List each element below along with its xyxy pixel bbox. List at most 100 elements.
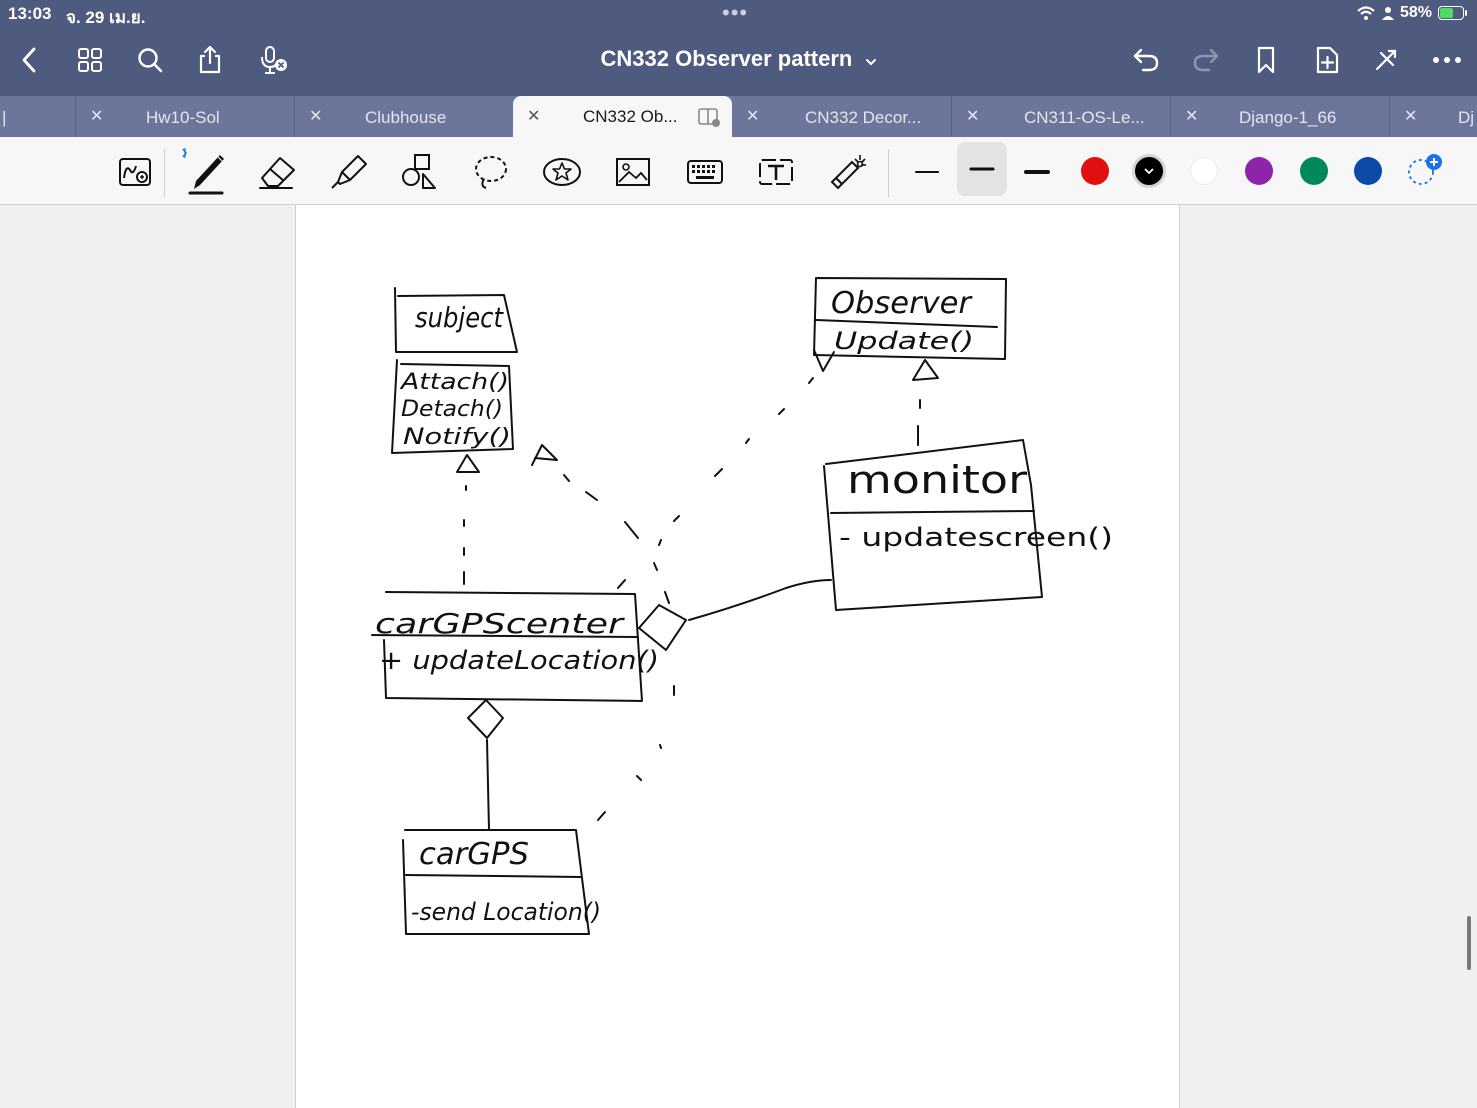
- cargpscenter-box: [383, 591, 643, 702]
- zoom-window-icon[interactable]: [115, 151, 157, 193]
- tab-clubhouse[interactable]: ✕ Clubhouse: [294, 96, 513, 137]
- tab-django-partial[interactable]: ✕ Dj: [1389, 96, 1477, 137]
- association-line-cargps: [486, 739, 490, 831]
- image-icon[interactable]: [612, 151, 654, 193]
- share-icon[interactable]: [192, 42, 228, 78]
- tab-cn332-observer[interactable]: ✕ CN332 Ob...: [513, 96, 732, 137]
- subject-method-notify: Notify(): [403, 425, 511, 450]
- tab-cn311-os[interactable]: ✕ CN311-OS-Le...: [951, 96, 1170, 137]
- close-icon[interactable]: ✕: [966, 108, 980, 125]
- lasso-icon[interactable]: [470, 151, 512, 193]
- subject-method-detach: Detach(): [401, 397, 503, 422]
- stroke-thick-icon[interactable]: [1016, 151, 1058, 193]
- document-title-text[interactable]: CN332 Observer pattern: [600, 46, 853, 71]
- redo-icon[interactable]: [1188, 42, 1224, 78]
- monitor-name: monitor: [847, 458, 1027, 502]
- dashed-line-cargps: [597, 685, 675, 821]
- observer-divider: [815, 319, 998, 328]
- color-swatch-blue[interactable]: [1354, 157, 1382, 185]
- text-box-icon[interactable]: [755, 151, 797, 193]
- multitasking-dots-icon[interactable]: •••: [722, 0, 749, 25]
- aggregation-diamond-monitor: [638, 604, 687, 651]
- subject-name: subject: [415, 301, 504, 334]
- monitor-box: [823, 439, 1043, 611]
- dashed-line-center-to-subject: [463, 485, 467, 585]
- chevron-down-icon[interactable]: [865, 47, 877, 73]
- color-swatch-purple[interactable]: [1245, 157, 1273, 185]
- tab-bar: | ✕ Hw10-Sol ✕ Clubhouse ✕ CN332 Ob... ✕…: [0, 96, 1477, 137]
- tab-label: Dj: [1458, 108, 1475, 127]
- tab-django[interactable]: ✕ Django-1_66: [1170, 96, 1389, 137]
- add-color-icon[interactable]: [1404, 152, 1446, 188]
- tab-hw10-sol[interactable]: ✕ Hw10-Sol: [75, 96, 294, 137]
- grid-view-icon[interactable]: [72, 42, 108, 78]
- open-arrow-observer: [813, 349, 835, 372]
- highlighter-icon[interactable]: [328, 151, 370, 193]
- bookmark-icon[interactable]: [1248, 42, 1284, 78]
- inheritance-arrow-observer: [912, 359, 939, 381]
- tab-partial-left[interactable]: |: [2, 108, 7, 127]
- dashed-line-monitor-to-observer: [917, 399, 921, 446]
- cargps-method-sendlocation: -send Location(): [411, 898, 601, 926]
- undo-icon[interactable]: [1128, 42, 1164, 78]
- status-date: จ. 29 เม.ย.: [66, 8, 146, 27]
- cargpscenter-method-updatelocation: + updateLocation(): [379, 646, 659, 676]
- close-icon[interactable]: ✕: [746, 108, 760, 125]
- cargps-box: [402, 829, 590, 935]
- chevron-down-icon: [1144, 168, 1154, 175]
- battery-percent: 58%: [1399, 4, 1432, 21]
- pen-icon[interactable]: [182, 145, 232, 199]
- cargpscenter-name: carGPScenter: [375, 607, 625, 640]
- shapes-icon[interactable]: [399, 151, 441, 193]
- open-arrow-subject: [531, 444, 558, 466]
- color-swatch-red[interactable]: [1081, 157, 1109, 185]
- split-view-icon[interactable]: [697, 106, 721, 133]
- inheritance-arrow-subject: [456, 454, 480, 473]
- wifi-icon: [1357, 6, 1375, 20]
- observer-name: Observer: [831, 286, 973, 321]
- close-icon[interactable]: ✕: [527, 108, 541, 125]
- drawing-toolbar: [0, 137, 1477, 205]
- keyboard-icon[interactable]: [684, 151, 726, 193]
- close-icon[interactable]: ✕: [309, 108, 323, 125]
- color-swatch-white[interactable]: [1190, 157, 1218, 185]
- more-icon[interactable]: [1429, 42, 1465, 78]
- search-icon[interactable]: [132, 42, 168, 78]
- tab-label: CN311-OS-Le...: [1024, 108, 1145, 127]
- status-time: 13:03: [8, 4, 52, 23]
- mic-off-icon[interactable]: [255, 42, 291, 78]
- aggregation-diamond-cargps: [467, 699, 504, 739]
- app-header: 13:03 จ. 29 เม.ย. ••• 58% CN332 Observer…: [0, 0, 1477, 96]
- cargpscenter-divider: [371, 634, 639, 638]
- uml-diagram-sketch: subject Attach() Detach() Notify() Obser…: [371, 277, 1113, 935]
- stroke-medium-icon[interactable]: [957, 142, 1007, 196]
- document-title: CN332 Observer pattern: [0, 46, 1477, 73]
- subject-methods-box: [391, 359, 514, 454]
- tab-label: Django-1_66: [1239, 108, 1337, 127]
- color-swatch-green[interactable]: [1300, 157, 1328, 185]
- association-line-monitor: [688, 579, 832, 621]
- close-icon[interactable]: ✕: [1404, 108, 1418, 125]
- add-page-icon[interactable]: [1309, 42, 1345, 78]
- toolbar-divider: [164, 149, 165, 197]
- cargps-divider: [405, 874, 582, 878]
- tab-cn332-decorator[interactable]: ✕ CN332 Decor...: [732, 96, 951, 137]
- stroke-thin-icon[interactable]: [906, 151, 948, 193]
- hide-toolbar-icon[interactable]: [1368, 42, 1404, 78]
- laser-pointer-icon[interactable]: [826, 151, 868, 193]
- vertical-scrollbar[interactable]: [1467, 916, 1471, 970]
- tab-label: CN332 Decor...: [805, 108, 922, 127]
- close-icon[interactable]: ✕: [1185, 108, 1199, 125]
- color-swatch-black-selected[interactable]: [1132, 154, 1166, 188]
- battery-tip: [1465, 10, 1467, 16]
- observer-method-update: Update(): [834, 327, 974, 355]
- eraser-icon[interactable]: [256, 151, 298, 193]
- back-icon[interactable]: [12, 42, 48, 78]
- tab-label: Hw10-Sol: [146, 108, 220, 127]
- elements-sticker-icon[interactable]: [541, 151, 583, 193]
- battery-icon: [1438, 6, 1464, 20]
- close-icon[interactable]: ✕: [90, 108, 104, 125]
- person-icon: [1381, 7, 1394, 20]
- notebook-page[interactable]: subject Attach() Detach() Notify() Obser…: [295, 205, 1180, 1108]
- subject-method-attach: Attach(): [399, 370, 509, 395]
